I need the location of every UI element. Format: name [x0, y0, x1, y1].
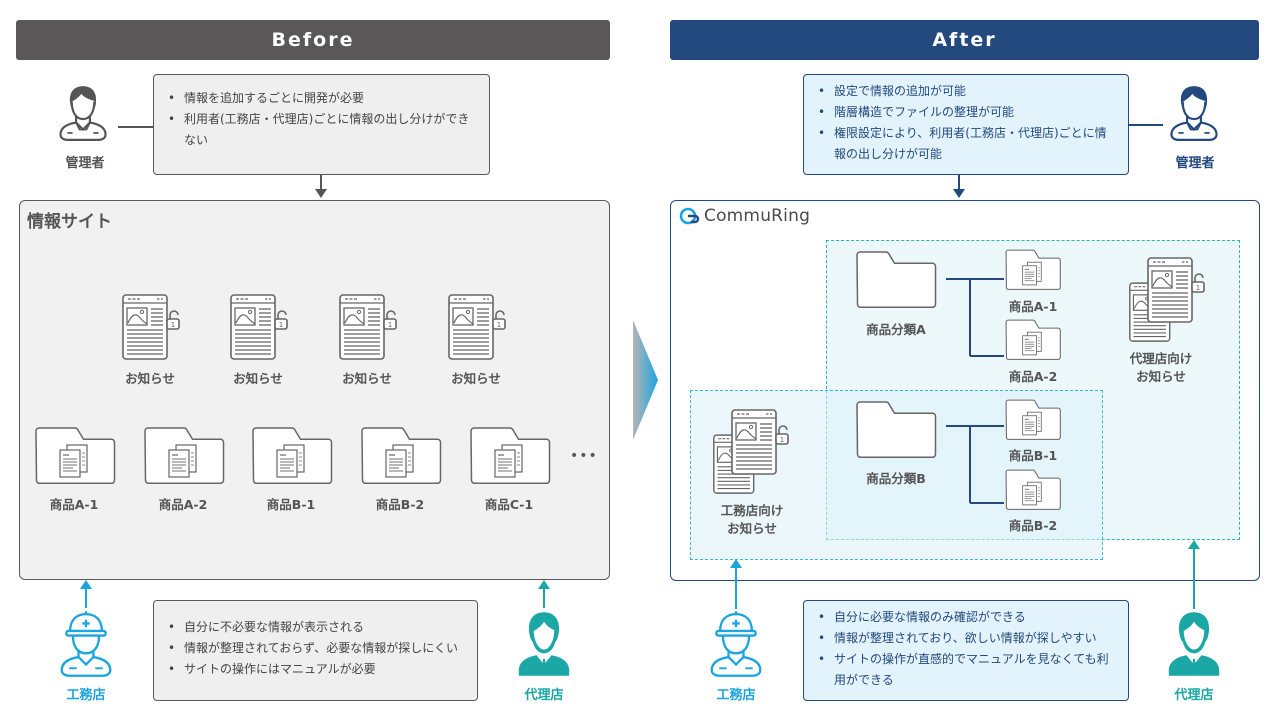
builder-notice-icon	[712, 408, 802, 508]
builder-notice-label: 工務店向け お知らせ	[721, 502, 784, 538]
admin-person-icon	[57, 82, 109, 144]
arrow-up-line	[735, 567, 737, 609]
notice-label: お知らせ	[342, 371, 392, 386]
folder-icon	[854, 248, 938, 312]
product-label: 商品A-2	[158, 497, 208, 512]
agency-person-icon	[516, 608, 572, 680]
admin-person-icon	[1168, 82, 1220, 144]
note-item: 情報が整理されており、欲しい情報が探しやすい	[818, 628, 1118, 649]
note-item: 自分に不必要な情報が表示される	[168, 617, 467, 638]
before-admin-label: 管理者	[65, 156, 105, 171]
agency-notice-label: 代理店向け お知らせ	[1130, 350, 1193, 386]
folder-icon	[854, 398, 938, 462]
folder-docs-icon	[1004, 468, 1062, 512]
note-item: 自分に必要な情報のみ確認ができる	[818, 607, 1118, 628]
folder-docs-icon	[142, 425, 226, 487]
arrow-up-icon	[538, 580, 550, 589]
tree-connector-a	[946, 278, 1004, 357]
builder-notice-label-line: 工務店向け	[720, 503, 784, 518]
builder-person-icon	[58, 608, 114, 680]
after-builder-label: 工務店	[716, 688, 756, 703]
before-admin-notes: 情報を追加するごとに開発が必要 利用者(工務店・代理店)ごとに情報の出し分けがで…	[153, 74, 490, 175]
after-agency-label: 代理店	[1174, 688, 1214, 703]
note-item: 階層構造でファイルの整理が可能	[818, 102, 1118, 123]
after-admin-label: 管理者	[1175, 156, 1215, 171]
product-label: 商品B-2	[1008, 518, 1058, 533]
folder-docs-icon	[33, 425, 117, 487]
before-header: Before	[16, 20, 610, 60]
arrow-down-line	[958, 175, 960, 190]
notice-icon	[338, 293, 402, 363]
before-builder-label: 工務店	[66, 688, 106, 703]
info-site-title: 情報サイト	[27, 212, 112, 232]
before-user-notes: 自分に不必要な情報が表示される 情報が整理されておらず、必要な情報が探しにくい …	[153, 600, 478, 701]
after-user-notes: 自分に必要な情報のみ確認ができる 情報が整理されており、欲しい情報が探しやすい …	[803, 600, 1129, 701]
notice-icon	[121, 293, 185, 363]
builder-notice-label-line: お知らせ	[727, 521, 777, 536]
folder-docs-icon	[468, 425, 552, 487]
arrow-up-icon	[80, 580, 92, 589]
folder-docs-icon	[1004, 248, 1062, 292]
arrow-up-line	[85, 588, 87, 608]
note-item: サイトの操作が直感的でマニュアルを見なくても利用ができる	[818, 649, 1118, 691]
arrow-down-line	[320, 175, 322, 190]
after-admin-notes: 設定で情報の追加が可能 階層構造でファイルの整理が可能 権限設定により、利用者(…	[803, 74, 1129, 175]
agency-person-icon	[1166, 608, 1222, 680]
notice-label: お知らせ	[125, 371, 175, 386]
arrow-up-line	[1193, 548, 1195, 609]
folder-docs-icon	[250, 425, 334, 487]
commuring-logo-text: CommuRing	[704, 206, 811, 226]
note-item: サイトの操作にはマニュアルが必要	[168, 659, 467, 680]
note-item: 利用者(工務店・代理店)ごとに情報の出し分けができない	[168, 109, 479, 151]
agency-notice-label-line: お知らせ	[1136, 369, 1186, 384]
more-ellipsis: •••	[570, 448, 598, 464]
notice-icon	[447, 293, 511, 363]
arrow-down-icon	[315, 189, 327, 198]
category-b-label: 商品分類B	[866, 471, 926, 486]
commuring-logo-icon	[679, 207, 700, 225]
arrow-up-line	[543, 588, 545, 608]
product-label: 商品B-1	[266, 497, 316, 512]
arrow-up-icon	[730, 559, 742, 568]
connector-line	[118, 126, 154, 128]
folder-docs-icon	[359, 425, 443, 487]
note-item: 情報を追加するごとに開発が必要	[168, 88, 479, 109]
info-site-box	[19, 200, 610, 580]
notice-label: お知らせ	[451, 371, 501, 386]
commuring-logo: CommuRing	[679, 206, 810, 226]
product-label: 商品A-2	[1008, 369, 1058, 384]
agency-notice-label-line: 代理店向け	[1129, 351, 1193, 366]
transition-arrow-icon	[633, 320, 661, 440]
category-a-label: 商品分類A	[866, 322, 926, 337]
note-item: 設定で情報の追加が可能	[818, 81, 1118, 102]
folder-docs-icon	[1004, 398, 1062, 442]
product-label: 商品B-1	[1008, 448, 1058, 463]
agency-notice-icon	[1128, 256, 1218, 356]
product-label: 商品C-1	[484, 497, 534, 512]
note-item: 情報が整理されておらず、必要な情報が探しにくい	[168, 638, 467, 659]
product-label: 商品B-2	[375, 497, 425, 512]
product-label: 商品A-1	[1008, 299, 1058, 314]
arrow-up-icon	[1188, 540, 1200, 549]
product-label: 商品A-1	[49, 497, 99, 512]
notice-label: お知らせ	[233, 371, 283, 386]
connector-line	[1129, 124, 1163, 126]
note-item: 権限設定により、利用者(工務店・代理店)ごとに情報の出し分けが可能	[818, 123, 1118, 165]
arrow-down-icon	[953, 189, 965, 198]
before-agency-label: 代理店	[524, 688, 564, 703]
after-header: After	[670, 20, 1259, 60]
notice-icon	[229, 293, 293, 363]
folder-docs-icon	[1004, 318, 1062, 362]
builder-person-icon	[708, 608, 764, 680]
tree-connector-b	[946, 425, 1004, 504]
